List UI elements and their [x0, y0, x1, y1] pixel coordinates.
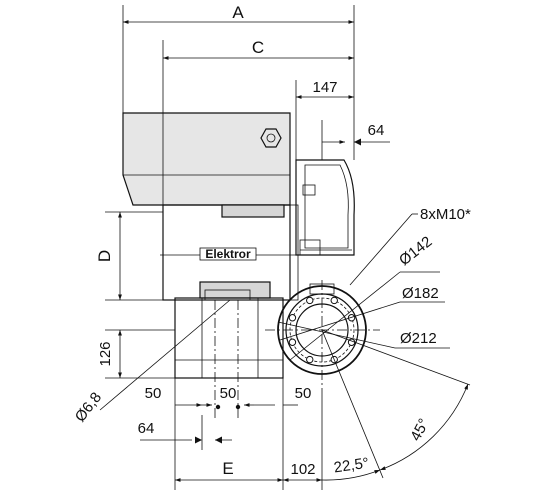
angle-45-label: 45°: [407, 416, 433, 444]
bolt-hole: [330, 296, 338, 305]
angle-22-5-label: 22,5°: [333, 455, 370, 477]
dia-182-label: Ø182: [402, 285, 439, 302]
dim-d-label: D: [95, 250, 114, 262]
bolt-hole: [306, 296, 314, 305]
dia-212-label: Ø212: [400, 330, 437, 347]
dim-147-label: 147: [312, 79, 337, 96]
bolt-hole: [306, 355, 314, 364]
dim-64-top-label: 64: [368, 122, 385, 139]
dim-50-left-label: 50: [145, 385, 162, 402]
dia-142-label: Ø142: [396, 233, 435, 269]
bolts-label: 8xM10*: [420, 206, 471, 223]
hex-bolt-icon: [260, 128, 282, 148]
dim-102-label: 102: [290, 461, 315, 478]
gear-block: [174, 281, 284, 410]
dimension-labels: A C 147 64 D 126 50 50 50 64 E 102 22,5°…: [72, 3, 471, 478]
dim-c-label: C: [252, 38, 264, 57]
dim-a-label: A: [232, 3, 244, 22]
dim-50-right-label: 50: [295, 385, 312, 402]
dim-50-middle-label: 50: [220, 385, 237, 402]
motor-housing: [122, 112, 299, 301]
dia-6-8-label: Ø6,8: [72, 389, 105, 425]
fan-housing-top: [295, 159, 355, 256]
bolt-hole: [288, 338, 297, 346]
dimension-lines: [99, 5, 471, 490]
motor-label: Elektror: [205, 247, 251, 261]
dim-64-bottom-label: 64: [138, 420, 155, 437]
dim-e-label: E: [222, 459, 233, 478]
bolt-hole: [288, 314, 297, 322]
dim-126-label: 126: [97, 341, 114, 366]
